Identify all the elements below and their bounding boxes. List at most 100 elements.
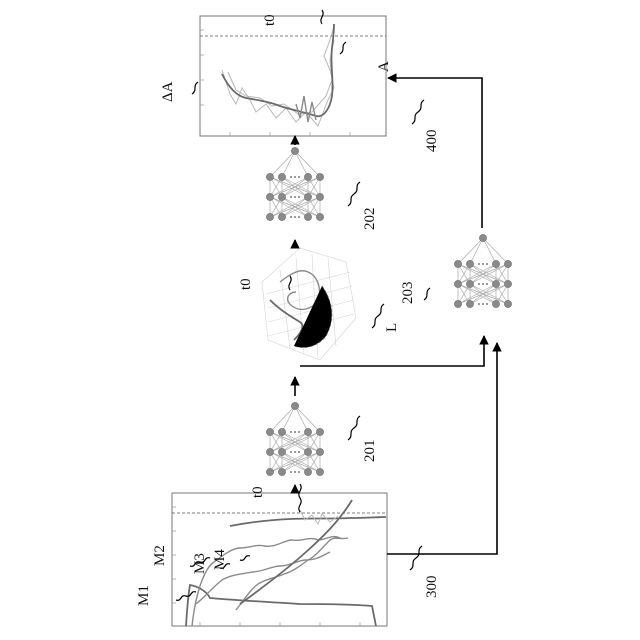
nn-ellipsis-dot [482,283,484,285]
nn-node [466,300,473,307]
nn-output-node [479,234,486,241]
neural-network-201 [266,402,323,475]
nn-node [466,260,473,267]
nn-node [278,173,285,180]
label-m1: M1 [136,585,152,606]
arrow-203-to-output [388,78,482,228]
nn-edge [470,238,483,264]
nn-node [454,300,461,307]
nn-node [266,448,273,455]
nn-node [492,260,499,267]
nn-ellipsis-dot [290,196,292,198]
nn-node [266,193,273,200]
nn-node [454,280,461,287]
nn-ellipsis-dot [486,263,488,265]
nn-node [266,428,273,435]
nn-node [266,468,273,475]
nn-node [304,173,311,180]
label-201: 201 [362,440,378,463]
nn-edge [295,406,308,432]
nn-ellipsis-dot [298,196,300,198]
nn-node [454,260,461,267]
label-400: 400 [424,130,440,153]
nn-node [278,193,285,200]
nn-edge [483,238,508,264]
leader-delta-a [192,82,198,94]
nn-edge [295,151,308,177]
arrow-input-to-203 [387,343,497,554]
leader-203 [424,288,430,300]
nn-ellipsis-dot [298,431,300,433]
nn-edge [270,151,295,177]
nn-ellipsis-dot [290,451,292,453]
nn-node [278,468,285,475]
nn-edge [282,406,295,432]
nn-node [492,300,499,307]
nn-ellipsis-dot [298,471,300,473]
latent-space [262,248,356,360]
nn-node [316,213,323,220]
nn-ellipsis-dot [298,176,300,178]
nn-node [304,213,311,220]
nn-ellipsis-dot [294,176,296,178]
nn-node [466,280,473,287]
label-300: 300 [424,576,440,599]
label-t0-output: t0 [262,14,278,26]
nn-ellipsis-dot [482,303,484,305]
label-203: 203 [400,282,416,305]
nn-edge [483,238,496,264]
nn-node [266,213,273,220]
label-a: A [376,61,392,72]
nn-node [316,468,323,475]
nn-edge [295,406,320,432]
label-t0-input: t0 [250,486,266,498]
nn-ellipsis-dot [294,431,296,433]
nn-node [504,300,511,307]
nn-node [278,428,285,435]
nn-ellipsis-dot [290,471,292,473]
nn-ellipsis-dot [298,216,300,218]
nn-ellipsis-dot [294,471,296,473]
nn-edge [270,406,295,432]
nn-output-node [291,147,298,154]
leader-l [372,304,384,328]
nn-node [316,193,323,200]
nn-node [278,213,285,220]
output-plot [200,16,386,136]
nn-node [278,448,285,455]
nn-ellipsis-dot [294,196,296,198]
nn-ellipsis-dot [478,283,480,285]
nn-ellipsis-dot [486,303,488,305]
nn-node [304,448,311,455]
label-m4: M4 [212,549,228,570]
nn-node [304,428,311,435]
nn-ellipsis-dot [290,216,292,218]
label-delta-a: ΔA [160,81,176,102]
nn-node [266,173,273,180]
nn-edge [295,151,320,177]
neural-network-203 [454,234,511,307]
label-t0-latent: t0 [238,278,254,290]
nn-node [304,468,311,475]
nn-node [492,280,499,287]
nn-ellipsis-dot [294,451,296,453]
label-m2: M2 [152,545,168,566]
nn-ellipsis-dot [478,263,480,265]
nn-ellipsis-dot [298,451,300,453]
label-202: 202 [362,208,378,231]
nn-ellipsis-dot [478,303,480,305]
nn-node [504,280,511,287]
nn-node [316,173,323,180]
neural-network-202 [266,147,323,220]
leader-300 [410,546,422,570]
leader-201 [348,416,360,440]
latent-dotted-path [294,286,332,348]
nn-node [504,260,511,267]
nn-ellipsis-dot [486,283,488,285]
nn-ellipsis-dot [294,216,296,218]
label-m3: M3 [192,553,208,574]
nn-ellipsis-dot [290,176,292,178]
nn-ellipsis-dot [482,263,484,265]
